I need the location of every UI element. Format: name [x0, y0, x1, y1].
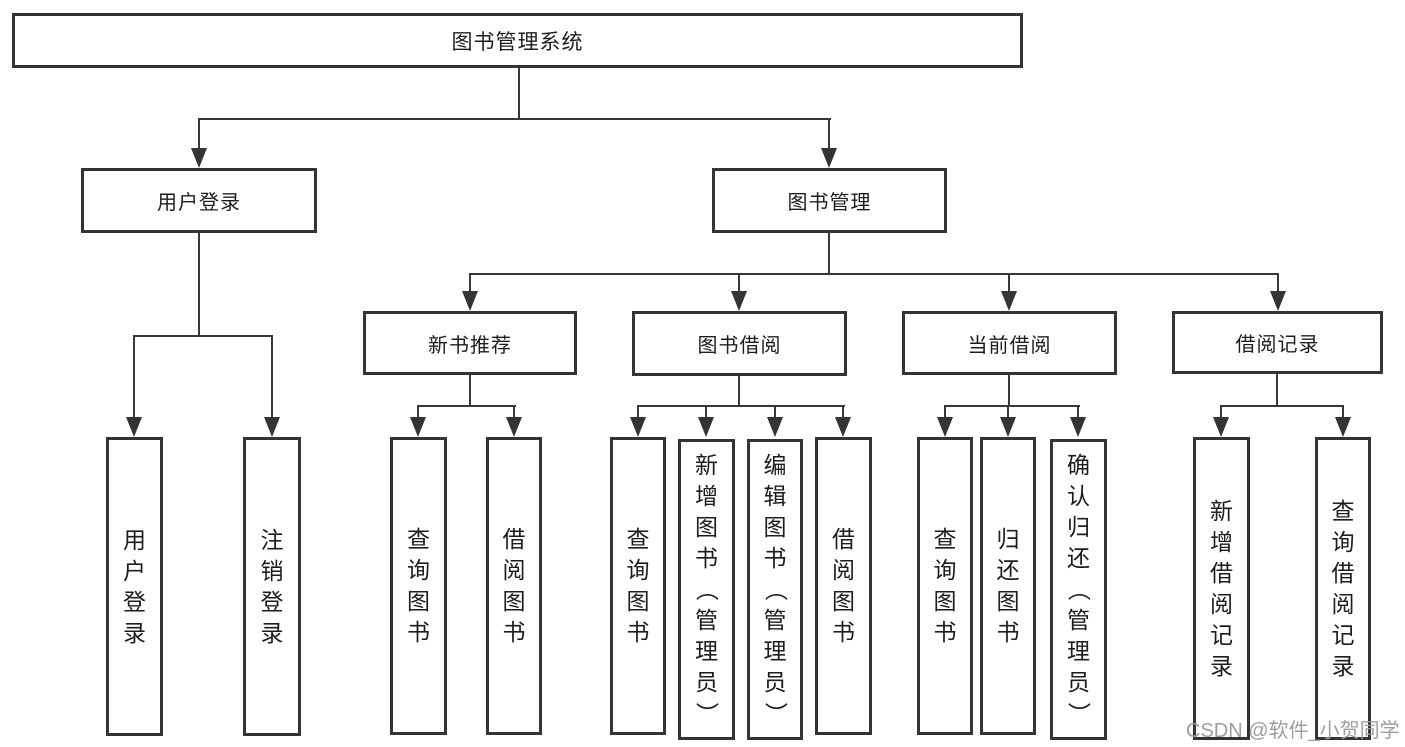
connector-line — [417, 405, 516, 407]
node-current-borrowing: 当前借阅 — [902, 311, 1117, 375]
connector-arrow — [1001, 291, 1017, 311]
connector-line — [271, 335, 273, 419]
connector-arrow — [264, 417, 280, 437]
node-current-borrowing-label: 当前借阅 — [967, 334, 1052, 357]
connector-line — [1276, 374, 1278, 407]
connector-line — [828, 233, 830, 275]
connector-arrow — [1213, 417, 1229, 437]
leaf-current-query-books: 查询图书 — [917, 437, 973, 735]
connector-line — [1220, 405, 1344, 407]
node-root-label: 图书管理系统 — [451, 30, 584, 54]
connector-line — [828, 118, 830, 151]
connector-line — [417, 405, 419, 419]
connector-line — [637, 405, 845, 407]
connector-arrow — [410, 417, 426, 437]
connector-line — [198, 233, 200, 337]
leaf-recommend-borrow-books: 借阅图书 — [486, 437, 542, 735]
leaf-recommend-query-books-label: 查询图书 — [407, 526, 430, 645]
node-book-management-label: 图书管理 — [787, 192, 872, 214]
connector-line — [705, 405, 707, 419]
leaf-recommend-query-books: 查询图书 — [390, 437, 447, 735]
connector-line — [469, 273, 471, 293]
connector-line — [133, 335, 273, 337]
node-new-book-recommend: 新书推荐 — [363, 311, 577, 375]
connector-line — [1220, 405, 1222, 419]
node-book-management: 图书管理 — [712, 168, 947, 233]
connector-arrow — [1270, 291, 1286, 311]
connector-arrow — [698, 417, 714, 437]
connector-line — [1007, 405, 1009, 419]
leaf-add-books-admin: 新增图书（管理员） — [678, 439, 735, 740]
connector-line — [774, 405, 776, 419]
connector-arrow — [835, 417, 851, 437]
leaf-borrowing-borrow-books-label: 借阅图书 — [832, 526, 855, 645]
leaf-current-query-books-label: 查询图书 — [933, 526, 957, 645]
leaf-recommend-borrow-books-label: 借阅图书 — [502, 526, 526, 645]
connector-line — [133, 335, 135, 419]
connector-line — [1008, 375, 1010, 407]
connector-arrow — [506, 417, 522, 437]
connector-arrow — [731, 291, 747, 311]
connector-line — [469, 273, 1279, 275]
connector-arrow — [462, 291, 478, 311]
connector-line — [637, 405, 639, 419]
connector-line — [1008, 273, 1010, 293]
leaf-query-borrow-record: 查询借阅记录 — [1315, 437, 1371, 740]
connector-arrow — [126, 417, 142, 437]
connector-line — [738, 273, 740, 293]
node-borrowing-records-label: 借阅记录 — [1235, 334, 1320, 356]
node-book-borrowing: 图书借阅 — [632, 311, 847, 376]
leaf-return-books-label: 归还图书 — [996, 526, 1020, 645]
leaf-borrowing-query-books: 查询图书 — [610, 437, 666, 735]
connector-line — [944, 405, 946, 419]
connector-line — [469, 375, 471, 407]
connector-arrow — [767, 417, 783, 437]
leaf-borrowing-query-books-label: 查询图书 — [626, 526, 650, 645]
connector-arrow — [1335, 417, 1351, 437]
leaf-return-books: 归还图书 — [980, 437, 1036, 735]
connector-arrow — [821, 148, 837, 168]
node-user-login: 用户登录 — [81, 168, 317, 233]
leaf-user-login-label: 用户登录 — [123, 526, 146, 646]
leaf-logout: 注销登录 — [243, 437, 301, 736]
connector-arrow — [630, 417, 646, 437]
connector-arrow — [191, 148, 207, 168]
node-book-borrowing-label: 图书借阅 — [697, 335, 782, 357]
connector-line — [738, 376, 740, 407]
connector-line — [944, 405, 1080, 407]
leaf-user-login: 用户登录 — [106, 437, 163, 736]
leaf-confirm-return-admin: 确认归还（管理员） — [1050, 439, 1107, 740]
csdn-watermark: CSDN @软件_小贺同学 — [1186, 720, 1400, 742]
leaf-add-borrow-record-label: 新增借阅记录 — [1210, 497, 1233, 679]
node-new-book-recommend-label: 新书推荐 — [428, 334, 512, 357]
leaf-edit-books-admin: 编辑图书（管理员） — [747, 439, 803, 740]
connector-line — [1077, 405, 1079, 419]
leaf-borrowing-borrow-books: 借阅图书 — [815, 437, 872, 735]
node-user-login-label: 用户登录 — [157, 192, 241, 214]
leaf-confirm-return-admin-label: 确认归还（管理员） — [1066, 452, 1092, 725]
leaf-query-borrow-record-label: 查询借阅记录 — [1331, 497, 1355, 679]
connector-line — [518, 67, 520, 120]
connector-line — [198, 118, 200, 151]
leaf-edit-books-admin-label: 编辑图书（管理员） — [762, 452, 789, 725]
connector-line — [1277, 273, 1279, 293]
connector-line — [513, 405, 515, 419]
leaf-add-borrow-record: 新增借阅记录 — [1193, 437, 1250, 740]
node-root: 图书管理系统 — [12, 13, 1023, 68]
node-borrowing-records: 借阅记录 — [1172, 311, 1383, 374]
connector-line — [198, 118, 831, 120]
leaf-logout-label: 注销登录 — [260, 526, 284, 646]
leaf-add-books-admin-label: 新增图书（管理员） — [694, 452, 720, 725]
connector-arrow — [937, 417, 953, 437]
connector-arrow — [1070, 417, 1086, 437]
connector-line — [1342, 405, 1344, 419]
connector-line — [842, 405, 844, 419]
connector-arrow — [1000, 417, 1016, 437]
